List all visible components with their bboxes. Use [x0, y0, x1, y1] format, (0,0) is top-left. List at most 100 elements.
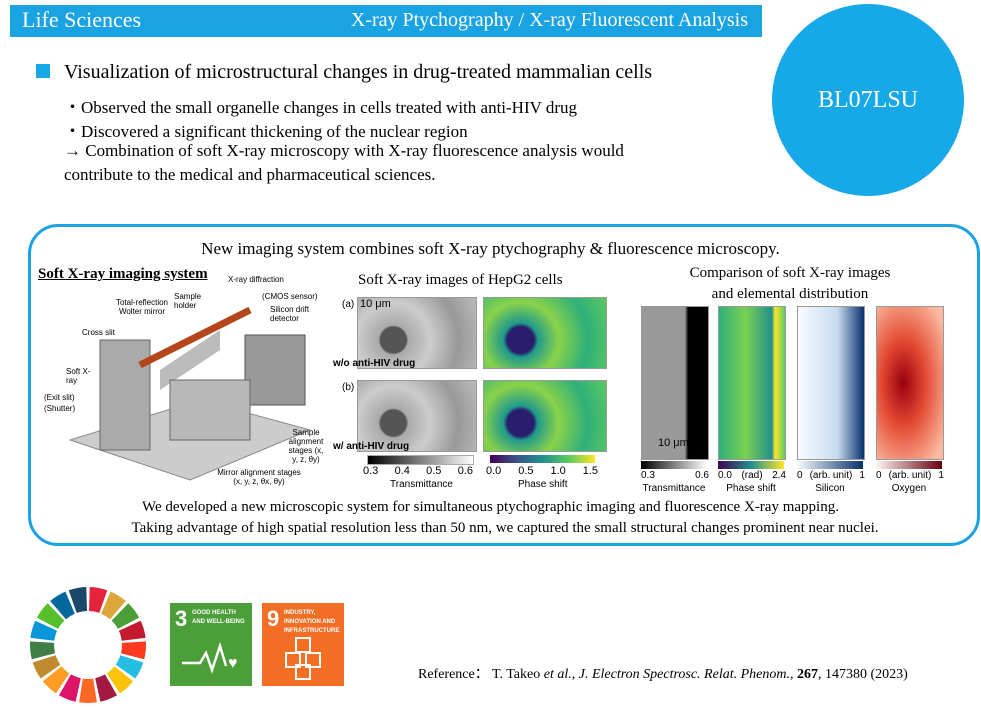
panel-b-label: (b): [342, 382, 355, 393]
sdg-wheel-segment: [30, 620, 58, 641]
sdg-wheel-segment: [42, 666, 70, 694]
heartbeat-icon: ♥: [182, 641, 238, 674]
unit: (arb. unit): [809, 470, 853, 481]
sdg-wheel-segment: [29, 641, 55, 660]
r1-ticks: 0.3 0.6: [641, 470, 709, 481]
transmittance-image-b: [357, 380, 477, 452]
comparison-silicon: [797, 306, 865, 460]
ref-sep: ,: [571, 667, 579, 682]
with-drug-label: w/ anti-HIV drug: [333, 441, 410, 452]
label-sdd: Silicon drift detector: [270, 305, 310, 323]
label-exit-slit: (Exit slit): [44, 393, 75, 402]
label-mirror-stages: Mirror alignment stages (x, y, z, θx, θy…: [217, 468, 301, 486]
sdg-wheel-segment: [59, 674, 81, 702]
r3-ticks: 0 (arb. unit) 1: [797, 470, 865, 481]
goal-number: 9: [267, 606, 280, 631]
tick: 0.0: [486, 465, 502, 477]
tick: 0.3: [641, 470, 655, 481]
page-title: Visualization of microstructural changes…: [64, 61, 653, 83]
without-drug-label: w/o anti-HIV drug: [333, 358, 416, 369]
comparison-oxygen: [876, 306, 944, 460]
right-title-1: Comparison of soft X-ray images: [689, 265, 891, 281]
sdg-wheel-icon: [28, 585, 148, 710]
cb2-ticks: 0.0 0.5 1.0 1.5: [486, 465, 598, 477]
phase-image-b: [483, 380, 607, 452]
sdg-wheel-segment: [89, 587, 108, 613]
label-diffraction: X-ray diffraction: [228, 275, 284, 284]
sdg-wheel-segment: [36, 603, 65, 629]
box-heading: New imaging system combines soft X-ray p…: [201, 239, 780, 258]
apparatus-illustration: [60, 290, 320, 490]
label-cross-slit: Cross slit: [82, 328, 115, 337]
tick: 0.6: [695, 470, 709, 481]
goal-text: INDUSTRY, INNOVATION AND INFRASTRUCTURE: [284, 610, 340, 634]
ref-volume: 267: [796, 667, 818, 682]
transmittance-image-a: [357, 297, 477, 369]
tick: 0.3: [363, 465, 379, 477]
r2-ticks: 0.0 (rad) 2.4: [718, 470, 786, 481]
tick: 2.4: [772, 470, 786, 481]
tick: 1: [859, 470, 865, 481]
conclusion-2: contribute to the medical and pharmaceut…: [64, 165, 436, 184]
tick: 0.5: [518, 465, 534, 477]
topic: X-ray Ptychography / X-ray Fluorescent A…: [350, 9, 748, 31]
category: Life Sciences: [22, 7, 142, 32]
sdg-wheel-segment: [95, 674, 117, 702]
system-title: Soft X-ray imaging system: [38, 266, 208, 282]
ref-etal: et al.: [543, 667, 572, 682]
result-box: [28, 224, 980, 546]
right-scale-label: 10 μm: [658, 437, 689, 449]
cb1-ticks: 0.3 0.4 0.5 0.6: [363, 465, 473, 477]
header-bar: Life Sciences X-ray Ptychography / X-ray…: [10, 5, 762, 37]
r3-label: Silicon: [815, 483, 845, 494]
reference: Reference： T. Takeo et al., J. Electron …: [418, 663, 908, 683]
tick: 1.5: [582, 465, 598, 477]
ref-pages: , 147380 (2023): [817, 667, 908, 682]
svg-text:♥: ♥: [228, 655, 238, 672]
sdg-wheel-segment: [50, 591, 75, 620]
summary-2: Taking advantage of high spatial resolut…: [131, 520, 879, 536]
label-cmos: (CMOS sensor): [262, 292, 318, 301]
label-shutter: (Shutter): [44, 404, 76, 413]
sdg-goal-9-tile: 9 INDUSTRY, INNOVATION AND INFRASTRUCTUR…: [262, 603, 344, 686]
middle-title: Soft X-ray images of HepG2 cells: [358, 272, 563, 288]
r4-ticks: 0(arb. unit)1: [876, 470, 944, 481]
ref-journal: J. Electron Spectrosc. Relat. Phenom.: [578, 667, 790, 682]
conclusion-1: → Combination of soft X-ray microscopy w…: [64, 141, 624, 160]
beamline-badge: BL07LSU: [772, 4, 964, 196]
tick: 0.0: [718, 470, 732, 481]
tick: 1: [938, 470, 944, 481]
colorbar-r1: [641, 461, 707, 469]
sdg-wheel-segment: [121, 641, 147, 660]
sdg-goal-3-tile: 3 GOOD HEALTH AND WELL-BEING ♥: [170, 603, 252, 686]
cubes-icon: [285, 637, 321, 680]
unit: (rad): [741, 470, 763, 481]
sdg-wheel-segment: [101, 591, 126, 620]
tick: 1.0: [550, 465, 566, 477]
label-sample-holder: Sample holder: [174, 292, 202, 310]
summary-1: We developed a new microscopic system fo…: [142, 499, 839, 515]
ref-prefix: Reference： T. Takeo: [418, 667, 544, 682]
right-title-2: and elemental distribution: [711, 286, 869, 302]
sdg-wheel-segment: [106, 666, 134, 694]
sdg-wheel-segment: [79, 678, 97, 703]
sdg-wheel-segment: [118, 620, 146, 641]
goal-number: 3: [175, 606, 188, 631]
label-soft-xray: Soft X-ray: [66, 367, 91, 385]
tick: 0: [797, 470, 803, 481]
bullet-1: ・Observed the small organelle changes in…: [64, 98, 577, 117]
r1-label: Transmittance: [642, 483, 706, 494]
colorbar-transmittance: [367, 455, 474, 465]
bullet-2: ・Discovered a significant thickening of …: [64, 122, 468, 141]
label-sample-stages: Sample alignment stages (x, y, z, θy): [288, 428, 324, 464]
cb2-label: Phase shift: [518, 479, 568, 490]
tick: 0.6: [457, 465, 473, 477]
comparison-phase: [718, 306, 786, 460]
r4-label: Oxygen: [891, 483, 927, 494]
tick: 0.5: [426, 465, 442, 477]
unit: (arb. unit): [888, 470, 932, 481]
sdg-wheel-segment: [115, 655, 144, 679]
colorbar-r2: [718, 461, 784, 469]
scale-bar-label: 10 μm: [360, 298, 391, 310]
tick: 0.4: [394, 465, 410, 477]
